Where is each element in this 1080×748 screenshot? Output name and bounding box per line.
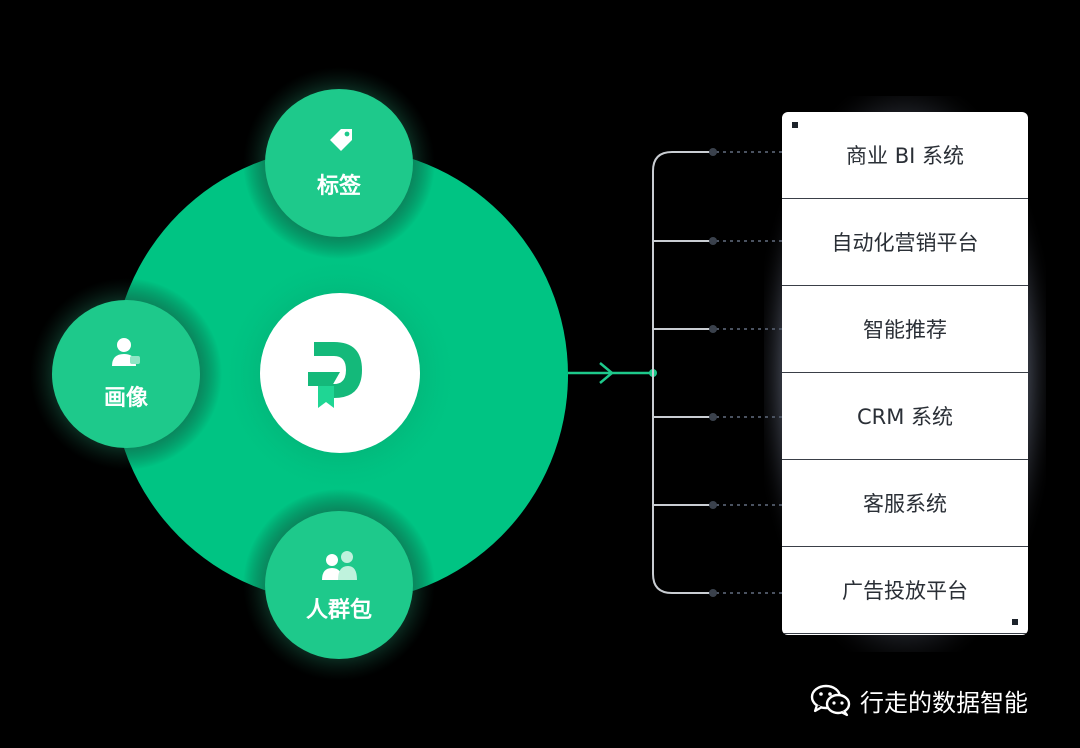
user-card-icon — [112, 338, 140, 366]
portrait-node[interactable] — [52, 300, 200, 448]
system-item-crm[interactable]: CRM 系统 — [782, 373, 1028, 460]
center-node[interactable] — [260, 293, 420, 453]
flow-arrow — [568, 362, 657, 384]
panel-corner-bottom-right — [1012, 619, 1018, 625]
system-item-recommend[interactable]: 智能推荐 — [782, 286, 1028, 373]
connector-tree — [652, 151, 713, 594]
crowd-node[interactable] — [265, 511, 413, 659]
system-item-marketing[interactable]: 自动化营销平台 — [782, 199, 1028, 286]
users-icon — [322, 551, 357, 580]
systems-panel: 商业 BI 系统 自动化营销平台 智能推荐 CRM 系统 客服系统 广告投放平台 — [782, 112, 1028, 635]
tag-node[interactable] — [265, 89, 413, 237]
connector-endpoints — [709, 148, 782, 597]
portrait-node-label: 画像 — [103, 386, 148, 411]
tag-icon — [330, 129, 352, 151]
watermark-text: 行走的数据智能 — [860, 688, 1028, 717]
logo-p-icon — [308, 342, 362, 408]
watermark: 行走的数据智能 — [810, 680, 1028, 720]
system-item-ads[interactable]: 广告投放平台 — [782, 547, 1028, 634]
system-item-service[interactable]: 客服系统 — [782, 460, 1028, 547]
system-item-bi[interactable]: 商业 BI 系统 — [782, 112, 1028, 199]
wechat-icon — [810, 684, 851, 717]
panel-corner-top-left — [792, 122, 798, 128]
crowd-node-label: 人群包 — [305, 598, 372, 623]
tag-node-label: 标签 — [316, 174, 361, 199]
